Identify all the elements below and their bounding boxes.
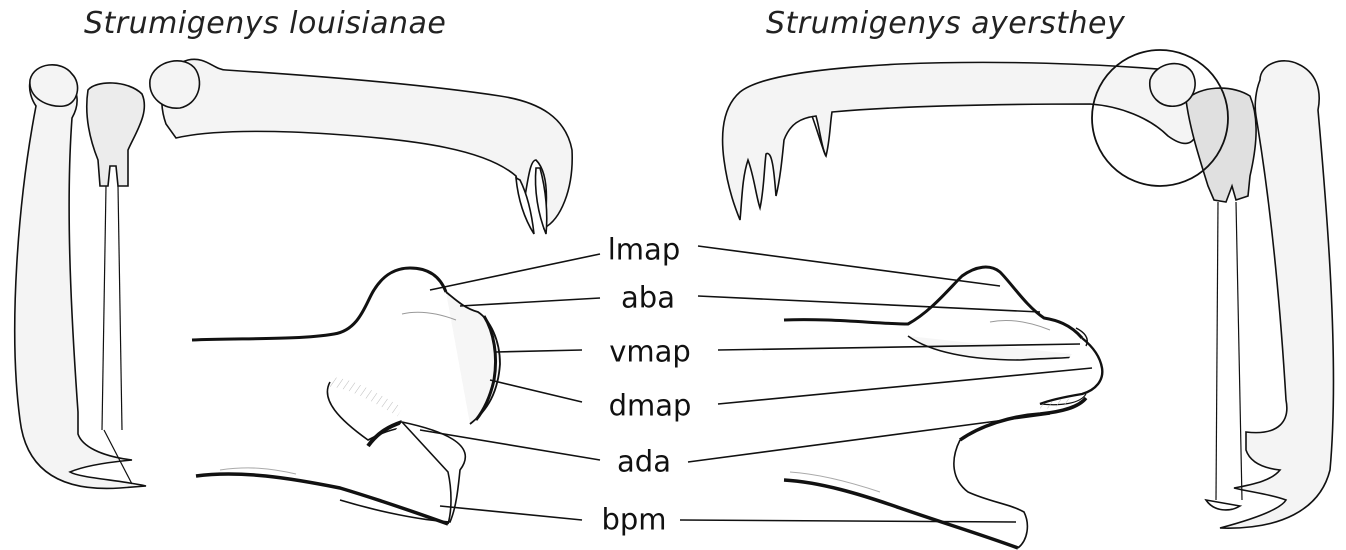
label-vmap: vmap xyxy=(609,338,691,367)
label-lmap: lmap xyxy=(608,236,681,265)
louisianae-detail-apical xyxy=(446,292,500,424)
louisianae-labrum xyxy=(87,83,145,186)
leader-ada-right xyxy=(688,414,1050,462)
leader-bpm-left xyxy=(440,506,582,520)
leader-aba-left xyxy=(460,298,600,306)
leader-aba-right xyxy=(698,296,1040,312)
label-bpm: bpm xyxy=(601,506,666,535)
leader-lines xyxy=(420,246,1092,522)
label-dmap: dmap xyxy=(609,392,692,421)
leader-lmap-left xyxy=(430,254,600,290)
leader-dmap-right xyxy=(718,368,1092,404)
louisianae-right-mandible xyxy=(162,59,572,228)
louisianae-detail-upper-outline xyxy=(192,268,446,340)
louisianae-basal-lobe-right xyxy=(150,61,200,108)
leader-lmap-right xyxy=(698,246,1000,286)
ayersthey-basal-lobe xyxy=(1150,64,1195,107)
leader-dmap-left xyxy=(490,380,582,402)
ayersthey-horizontal-mandible xyxy=(723,62,1197,220)
leader-bpm-right xyxy=(680,520,1016,522)
label-aba: aba xyxy=(621,284,675,313)
louisianae-full-mandible xyxy=(15,59,572,488)
ayersthey-detail xyxy=(784,267,1102,548)
ayersthey-full-mandible xyxy=(723,61,1334,528)
louisianae-detail xyxy=(192,268,500,524)
ayersthey-detail-dmap xyxy=(1040,338,1102,404)
ayersthey-labrum xyxy=(1186,88,1256,202)
leader-vmap-left xyxy=(496,350,582,352)
ayersthey-detail-bpm xyxy=(954,440,1027,548)
label-ada: ada xyxy=(617,448,671,477)
